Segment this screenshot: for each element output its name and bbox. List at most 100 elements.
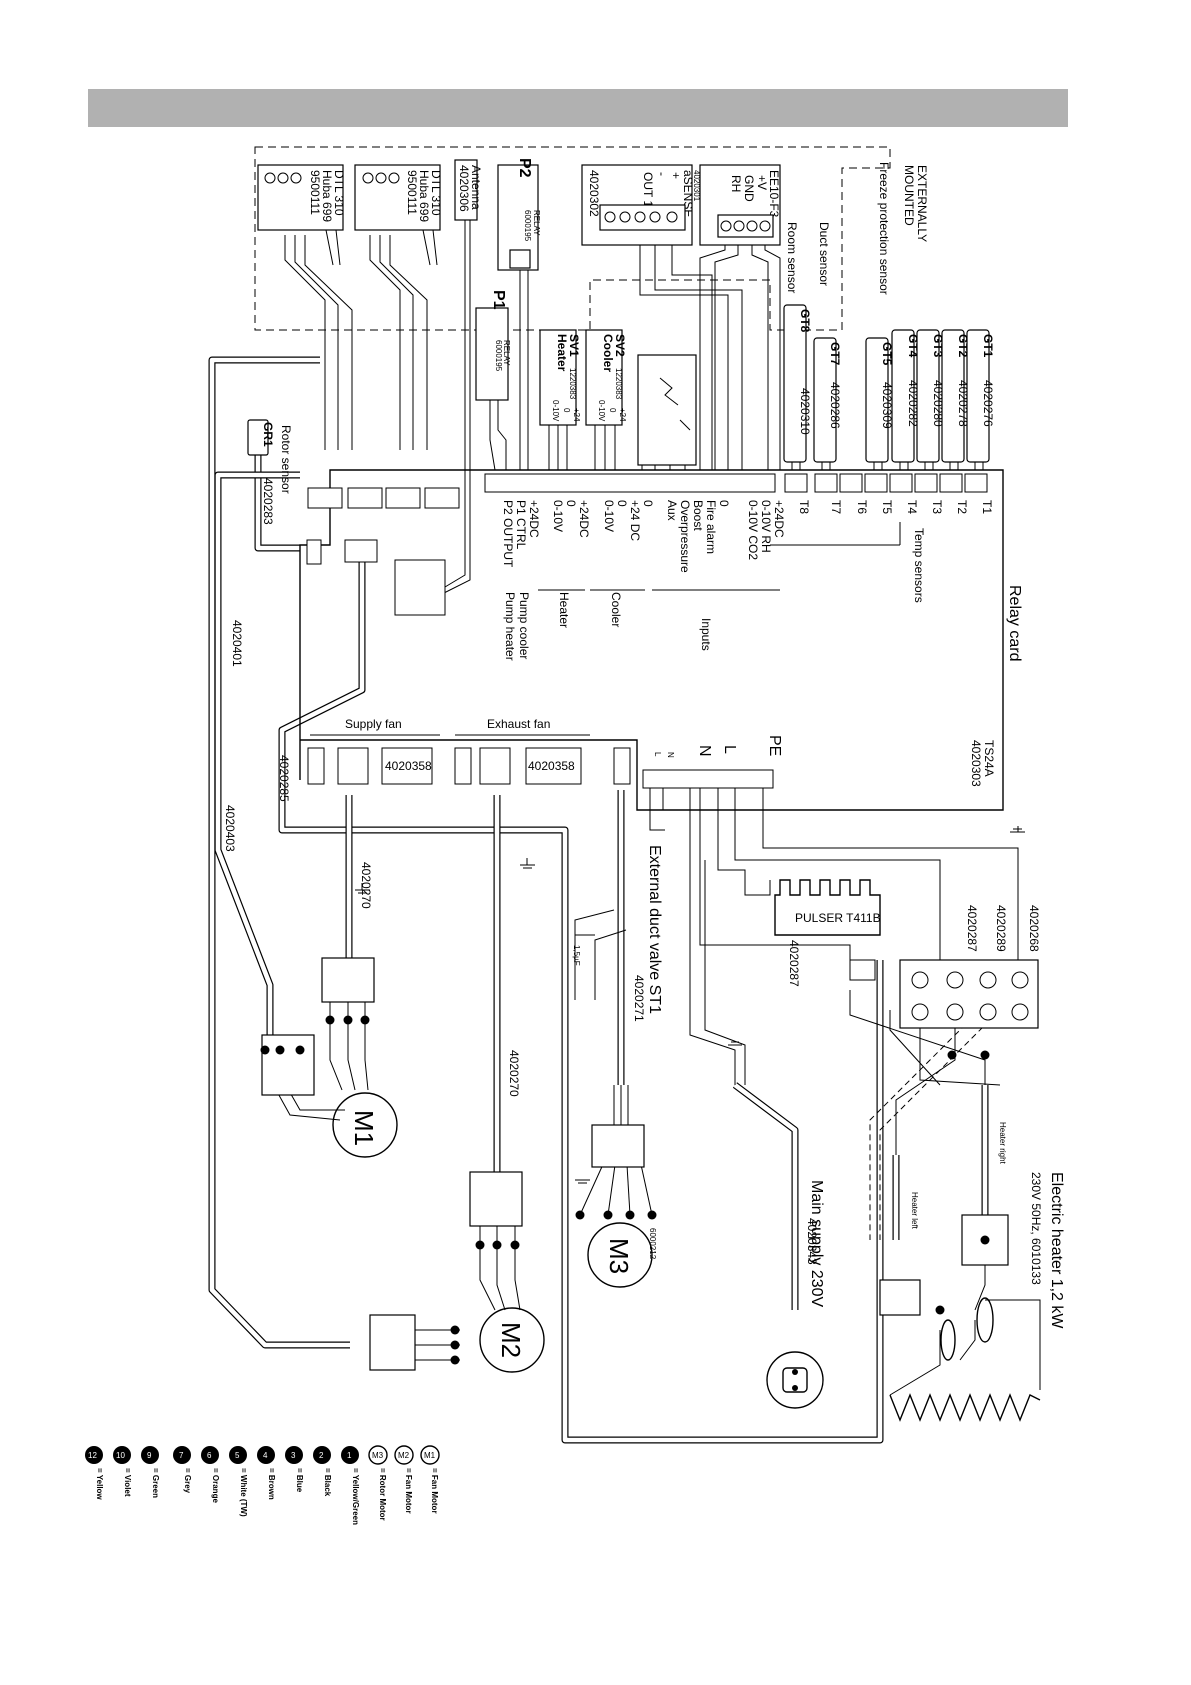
legend-7: 7= Grey <box>173 1446 192 1494</box>
dtl-310-a: DTL 310 Huba 699 9500111 <box>354 164 443 266</box>
svg-text:SV2: SV2 <box>613 334 627 357</box>
relay-card: Relay card TS24A 4020303 Temp sensors T1… <box>299 469 1023 811</box>
cable-4020287: 4020287 <box>965 905 979 952</box>
svg-text:= Violet: = Violet <box>123 1468 132 1497</box>
relay-card-title: Relay card <box>1006 585 1023 661</box>
svg-text:5: 5 <box>235 1451 240 1460</box>
svg-text:1220383: 1220383 <box>614 368 623 400</box>
svg-text:4020286: 4020286 <box>828 382 842 429</box>
svg-text:= Yellow/Green: = Yellow/Green <box>351 1468 360 1525</box>
sv2-cooler: SV2 Cooler 1220383 +24 0 0-10V <box>585 329 627 426</box>
svg-text:PULSER T411B: PULSER T411B <box>795 911 881 925</box>
svg-text:9: 9 <box>147 1451 152 1460</box>
svg-text:RELAY: RELAY <box>502 340 511 366</box>
sv1-heater: SV1 Heater 1220383 +24 0 0-10V <box>539 329 581 426</box>
legend-9: 9= Green <box>141 1446 160 1498</box>
heater-spec: 230V 50Hz, 6010133 <box>1029 1172 1043 1285</box>
legend-m2: M2= Fan Motor <box>394 1445 414 1514</box>
cooler-label: Cooler <box>609 592 623 627</box>
svg-text:6000195: 6000195 <box>494 340 503 372</box>
sensor-gt4: GT4 4020282 <box>891 329 920 463</box>
svg-text:0: 0 <box>641 500 655 507</box>
svg-text:4: 4 <box>263 1451 268 1460</box>
legend-2: 2= Black <box>313 1446 332 1497</box>
svg-text:7: 7 <box>179 1451 184 1460</box>
svg-text:L: L <box>653 752 662 757</box>
thermal-fuse-1 <box>976 1297 994 1343</box>
wire-marker-8 <box>510 1240 520 1250</box>
legend-12: 12= Yellow <box>85 1446 104 1500</box>
legend-1: 1 = Yellow/Green <box>341 1446 360 1525</box>
svg-text:= White (TW): = White (TW) <box>239 1468 248 1517</box>
cable-harnesses <box>208 356 989 1444</box>
svg-text:1220383: 1220383 <box>568 368 577 400</box>
svg-text:+24DC: +24DC <box>527 500 541 538</box>
heater-right-label: Heater right <box>998 1122 1007 1165</box>
antenna: Antenna 4020306 <box>454 159 483 221</box>
m1-junction <box>261 1034 315 1096</box>
svg-text:Antenna: Antenna <box>469 165 483 210</box>
sensor-gt8: GT8 4020310 <box>783 304 812 463</box>
svg-text:T4: T4 <box>905 500 919 514</box>
cable-4020343: 4020343 <box>805 1218 819 1265</box>
inputs-label: Inputs <box>699 618 713 651</box>
svg-text:Boost: Boost <box>691 500 705 531</box>
svg-text:0: 0 <box>717 500 731 507</box>
cable-4020287-pulser: 4020287 <box>787 940 801 987</box>
svg-text:+24: +24 <box>572 408 581 422</box>
svg-text:GT3: GT3 <box>931 334 945 358</box>
svg-text:+24 DC: +24 DC <box>628 500 642 541</box>
exhaust-fan-part: 4020358 <box>528 759 575 773</box>
svg-text:GT4: GT4 <box>906 334 920 358</box>
wire-marker-12 <box>647 1210 657 1220</box>
svg-text:= Yellow: = Yellow <box>95 1468 104 1500</box>
svg-text:SV1: SV1 <box>567 334 581 357</box>
legend-4: 4= Brown <box>257 1446 276 1500</box>
svg-text:DTL 310: DTL 310 <box>332 170 346 216</box>
wire-marker-18 <box>980 1235 990 1245</box>
cable-4020271: 4020271 <box>632 975 646 1022</box>
legend-3: 3= Blue <box>285 1446 304 1493</box>
wire-marker-10 <box>603 1210 613 1220</box>
svg-text:GT1: GT1 <box>981 334 995 358</box>
svg-text:Aux: Aux <box>665 500 679 521</box>
svg-text:EE10-F3: EE10-F3 <box>767 170 781 218</box>
supply-fan-junction <box>321 957 375 1003</box>
svg-text:10: 10 <box>116 1451 125 1460</box>
inputs-switch-block <box>637 354 697 466</box>
ee10-f3-sensor: EE10-F3 4020301 +V GND RH <box>692 164 781 246</box>
power-plug-icon <box>766 1351 824 1409</box>
svg-text:= Orange: = Orange <box>211 1468 220 1503</box>
svg-text:= Blue: = Blue <box>295 1468 304 1493</box>
svg-text:GND: GND <box>742 175 756 202</box>
svg-text:2: 2 <box>319 1451 324 1460</box>
supply-fan-part: 4020358 <box>385 759 432 773</box>
svg-text:+24: +24 <box>618 408 627 422</box>
wire-marker-14 <box>450 1340 460 1350</box>
switch-symbols <box>659 377 691 431</box>
wire-marker-6 <box>475 1240 485 1250</box>
svg-text:-: - <box>655 172 669 176</box>
wire-marker-13 <box>450 1325 460 1335</box>
svg-text:9500111: 9500111 <box>405 170 419 215</box>
svg-text:GT7: GT7 <box>828 342 842 366</box>
duct-sensor-label: Duct sensor <box>817 222 831 286</box>
svg-text:6000195: 6000195 <box>523 210 532 242</box>
svg-text:6000212: 6000212 <box>648 1228 657 1260</box>
svg-text:P1: P1 <box>490 290 507 310</box>
cable-4020401: 4020401 <box>230 620 244 667</box>
svg-text:4020283: 4020283 <box>261 478 275 525</box>
svg-text:0: 0 <box>615 500 629 507</box>
wire-marker-15 <box>450 1355 460 1365</box>
svg-text:0-10V RH: 0-10V RH <box>759 500 773 553</box>
heater-label: Heater <box>557 592 571 628</box>
pulser-t411b: PULSER T411B <box>774 879 881 981</box>
svg-text:T3: T3 <box>930 500 944 514</box>
wire-marker-9 <box>575 1210 585 1220</box>
legend-5: 5 = White (TW) <box>229 1446 248 1517</box>
wire-marker-11 <box>625 1210 635 1220</box>
n-label: N <box>696 745 713 757</box>
svg-text:1: 1 <box>347 1451 352 1460</box>
svg-text:Overpressure: Overpressure <box>678 500 692 573</box>
